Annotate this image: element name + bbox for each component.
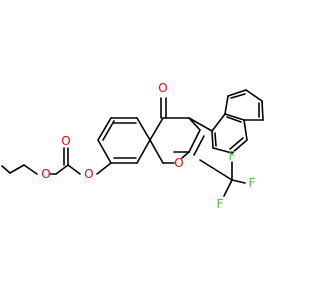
bond (223, 179, 233, 197)
bond (188, 129, 201, 153)
bond (229, 137, 244, 150)
bond (212, 147, 233, 154)
bond (193, 135, 205, 156)
bond (227, 89, 247, 97)
fluorine-bottom-label: F (217, 197, 224, 211)
bond (67, 164, 81, 175)
bond (224, 113, 245, 121)
bond (211, 130, 214, 149)
bond (136, 117, 151, 141)
bond (230, 93, 246, 99)
bond (231, 179, 246, 184)
molecule-diagram: O O O O O F F F (1, 81, 264, 211)
carbonyl-oxygen-label: O (158, 81, 167, 95)
bond (23, 164, 38, 175)
aryl-ester-oxygen-label: O (84, 167, 93, 181)
bond (199, 159, 233, 181)
bond (224, 95, 229, 115)
atom-labels: O O O O O F F F (41, 81, 255, 211)
ring-oxygen-label: O (174, 156, 183, 170)
bond (181, 151, 190, 159)
carbonate-carbonyl-oxygen-label: O (61, 134, 70, 148)
bond (102, 120, 115, 141)
alkyl-ester-oxygen-label: O (41, 167, 50, 181)
bond (211, 113, 226, 132)
fluorine-top-label: F (229, 149, 236, 163)
bonds (1, 89, 264, 197)
bond (261, 100, 264, 121)
bond (149, 139, 164, 164)
structure-canvas: O O O O O F F F (1, 81, 264, 211)
bond (136, 139, 151, 164)
bond (188, 117, 213, 132)
bond (149, 117, 164, 141)
bond (231, 139, 248, 154)
bond (226, 116, 242, 123)
bond (55, 164, 69, 175)
bond (96, 162, 112, 175)
bond (243, 119, 248, 141)
bond (9, 164, 25, 174)
bond (245, 89, 263, 102)
bond (214, 132, 217, 147)
fluorine-right-label: F (249, 176, 256, 190)
bond (97, 139, 112, 164)
bond (188, 117, 201, 131)
bond (1, 165, 11, 174)
bond (97, 117, 112, 141)
